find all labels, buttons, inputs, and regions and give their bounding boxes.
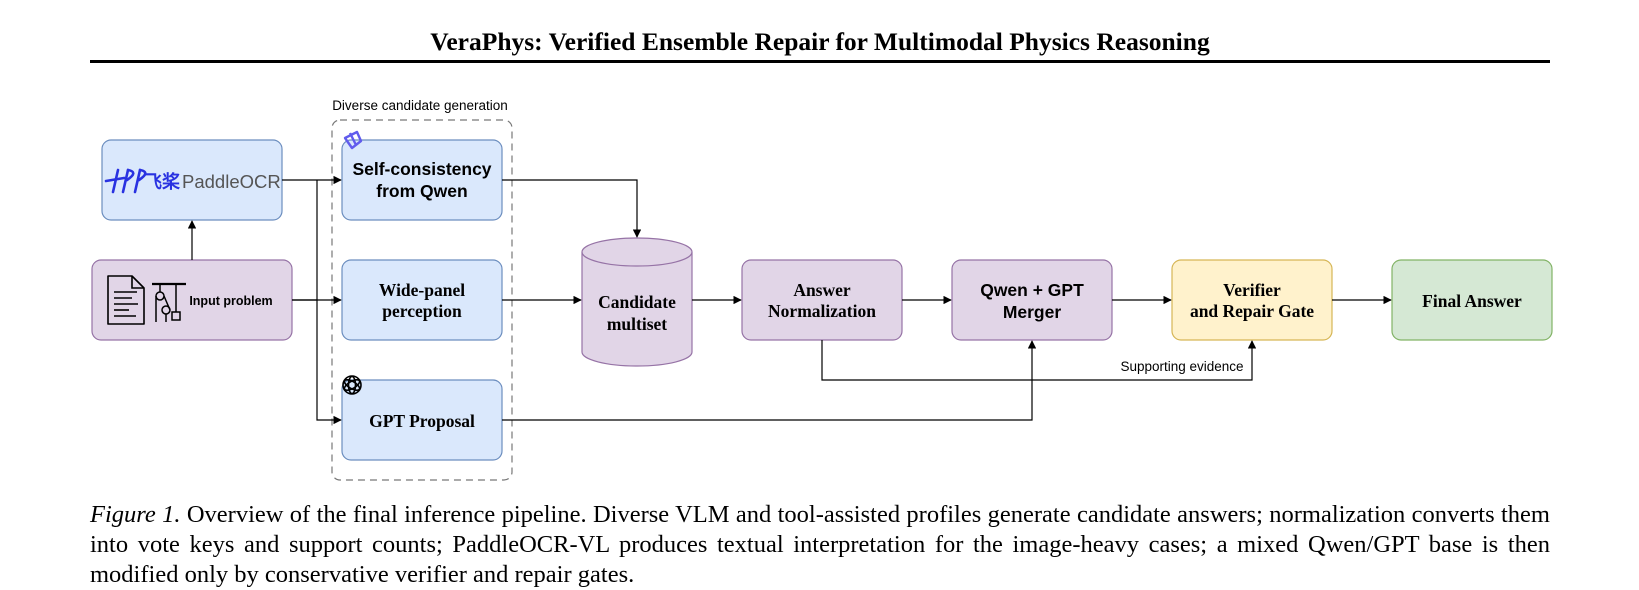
pipeline-diagram: Diverse candidate generation 飞桨 PaddleOC…: [91, 98, 1553, 481]
caption-text: Overview of the final inference pipeline…: [90, 501, 1550, 588]
normalization-line1: Answer: [793, 280, 851, 300]
page-title: VeraPhys: Verified Ensemble Repair for M…: [430, 27, 1210, 56]
candidate-cylinder-body: [581, 252, 693, 367]
paddle-logo-icon: [104, 168, 147, 194]
edge-input-to-gpt: [316, 300, 342, 425]
merger-line2: Merger: [1003, 302, 1062, 322]
normalization-line2: Normalization: [768, 301, 876, 321]
input-problem-label: Input problem: [189, 294, 272, 308]
edge-self-consistency-to-candidate: [502, 179, 642, 238]
final-answer-label: Final Answer: [1422, 291, 1522, 311]
group-label: Diverse candidate generation: [332, 98, 508, 113]
candidate-line1: Candidate: [598, 292, 676, 312]
wide-panel-node: Wide-panel perception: [341, 259, 503, 341]
verifier-box: [1171, 259, 1333, 341]
title-rule: [90, 60, 1550, 63]
input-problem-node: Input problem: [91, 259, 293, 341]
paddleocr-node: 飞桨 PaddleOCR: [101, 139, 283, 221]
gpt-proposal-label: GPT Proposal: [369, 411, 475, 431]
self-consistency-line2: from Qwen: [376, 181, 467, 201]
edge-input-trunk: [292, 180, 318, 301]
figure-label: Figure 1.: [90, 501, 181, 528]
final-answer-box: [1391, 259, 1553, 341]
wide-panel-box: [341, 259, 503, 341]
final-answer-node: Final Answer: [1391, 259, 1553, 341]
candidate-line2: multiset: [607, 314, 667, 334]
edge-normalization-to-verifier: [821, 340, 1257, 381]
edge-gpt-to-merger: [502, 340, 1037, 421]
self-consistency-line1: Self-consistency: [352, 159, 491, 179]
merger-line1: Qwen + GPT: [980, 280, 1084, 300]
wide-panel-line2: perception: [382, 301, 462, 321]
candidate-cylinder-top: [581, 237, 693, 267]
normalization-box: [741, 259, 903, 341]
supporting-evidence-label: Supporting evidence: [1120, 359, 1243, 374]
merger-box: [951, 259, 1113, 341]
self-consistency-box: [341, 139, 503, 221]
answer-normalization-node: Answer Normalization: [741, 259, 903, 341]
candidate-multiset-node: Candidate multiset: [581, 237, 693, 367]
merger-node: Qwen + GPT Merger: [951, 259, 1113, 341]
verifier-node: Verifier and Repair Gate: [1171, 259, 1333, 341]
wide-panel-line1: Wide-panel: [379, 280, 465, 300]
paddleocr-logo-cn: 飞桨: [144, 171, 181, 192]
pulley-icon: [152, 282, 186, 322]
paddleocr-logo-text: PaddleOCR: [182, 171, 281, 192]
qwen-logo-icon: [343, 130, 363, 150]
verifier-line1: Verifier: [1223, 280, 1281, 300]
self-consistency-node: Self-consistency from Qwen: [341, 130, 503, 221]
gpt-proposal-node: GPT Proposal: [341, 375, 503, 461]
document-icon: [107, 275, 145, 325]
verifier-line2: and Repair Gate: [1190, 301, 1314, 321]
openai-logo-icon: [342, 375, 362, 395]
figure-caption: Figure 1. Overview of the final inferenc…: [90, 500, 1550, 590]
